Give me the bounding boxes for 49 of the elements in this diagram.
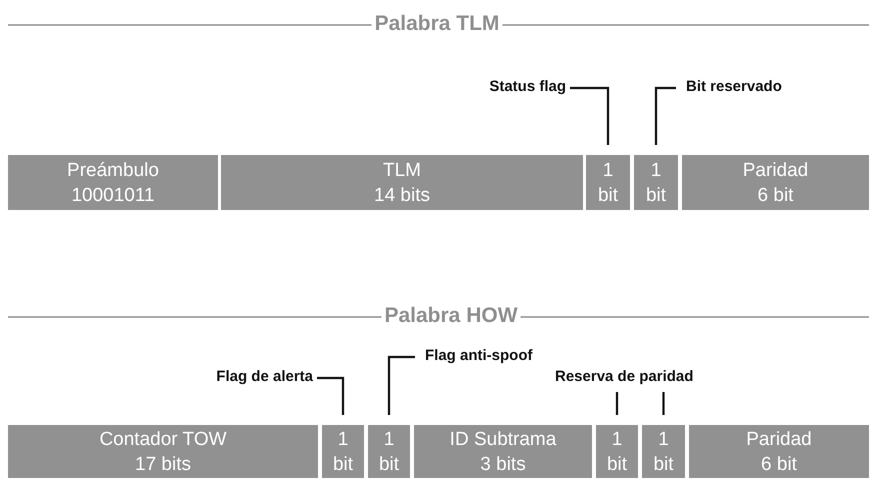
bit-field	[634, 155, 678, 210]
bit-field	[322, 425, 364, 478]
field-size: bit	[646, 184, 666, 208]
field-size: bit	[653, 452, 674, 476]
bit-field	[586, 155, 630, 210]
field-name: Paridad	[742, 158, 808, 182]
field-size: 14 bits	[374, 184, 430, 208]
field-name: 1	[612, 428, 622, 452]
field-size: bit	[378, 452, 400, 476]
bit-field	[682, 155, 869, 210]
field-size: 3 bits	[480, 452, 526, 476]
section-heading: Palabra TLM	[374, 12, 500, 36]
leader-line	[654, 86, 676, 145]
bit-field	[414, 425, 592, 478]
field-size: bit	[332, 452, 354, 476]
field-size: 17 bits	[135, 452, 191, 476]
bit-field	[596, 425, 638, 478]
field-size: bit	[598, 184, 618, 208]
leader-line	[662, 392, 665, 415]
bit-field	[221, 155, 583, 210]
field-name: Paridad	[746, 428, 812, 452]
section-heading: Palabra HOW	[383, 304, 519, 328]
field-name: Preámbulo	[67, 158, 159, 182]
field-name: TLM	[383, 158, 421, 182]
field-name: 1	[602, 158, 614, 182]
field-size: 6 bit	[761, 452, 797, 476]
bit-field	[689, 425, 869, 478]
field-name: Contador TOW	[99, 428, 227, 452]
bit-field	[642, 425, 685, 478]
field-name: ID Subtrama	[450, 428, 556, 452]
bit-field	[8, 155, 218, 210]
field-annotation: Flag anti-spoof	[425, 347, 532, 365]
leader-line	[317, 376, 344, 415]
field-annotation: Reserva de paridad	[555, 368, 694, 386]
field-size: 10001011	[71, 184, 155, 208]
field-annotation: Bit reservado	[686, 78, 782, 96]
field-size: bit	[606, 452, 628, 476]
field-annotation: Status flag	[489, 78, 566, 96]
field-annotation: Flag de alerta	[216, 368, 313, 386]
field-name: 1	[650, 158, 662, 182]
leader-line	[388, 356, 415, 415]
leader-line	[616, 392, 618, 415]
field-name: 1	[338, 428, 348, 452]
leader-line	[570, 86, 610, 145]
bit-field	[8, 425, 318, 478]
bit-field	[368, 425, 410, 478]
field-name: 1	[384, 428, 394, 452]
field-size: 6 bit	[758, 184, 794, 208]
field-name: 1	[658, 428, 669, 452]
